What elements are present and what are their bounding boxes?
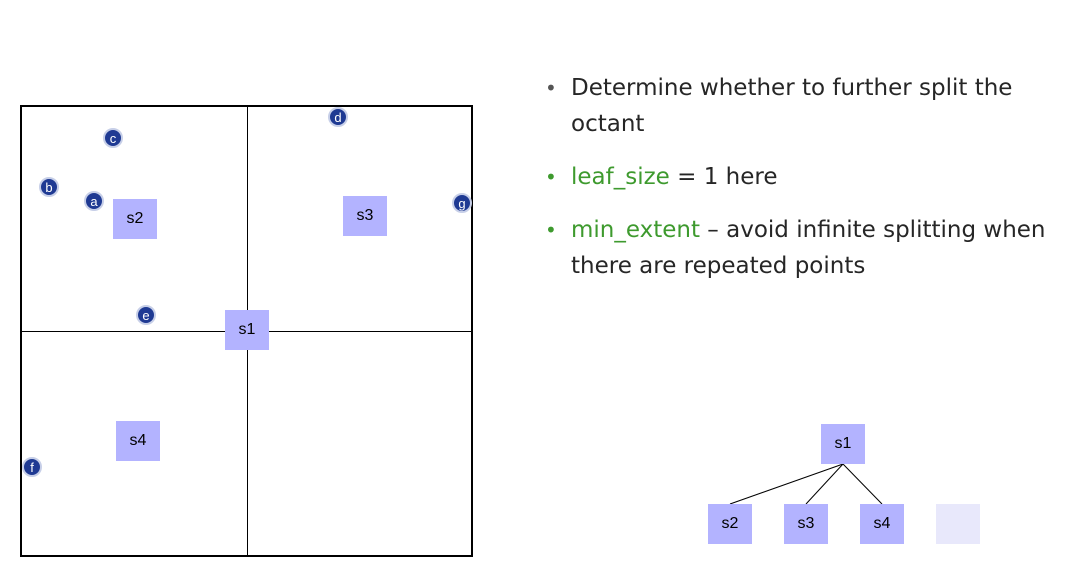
bullet-dot: •: [545, 165, 557, 189]
bullet-dot: •: [545, 76, 557, 100]
edge-s1-s2: [729, 463, 844, 505]
term-min-extent: min_extent: [571, 217, 700, 243]
point-b: b: [39, 177, 59, 197]
point-f: f: [22, 457, 42, 477]
bullet-dot: •: [545, 218, 557, 242]
bullet-item-min-extent: • min_extent – avoid infinite splitting …: [545, 212, 1075, 284]
point-d: d: [328, 107, 348, 127]
tree-node-s2: s2: [708, 504, 752, 544]
tree-node-s3: s3: [784, 504, 828, 544]
bullet-text: = 1 here: [669, 164, 778, 190]
tree-node-s4: s4: [860, 504, 904, 544]
node-s3-region: s3: [343, 196, 387, 236]
bullet-text: Determine whether to further split the o…: [571, 75, 1013, 137]
point-c: c: [103, 128, 123, 148]
tree-node-placeholder: [936, 504, 980, 544]
node-s2-region: s2: [113, 199, 157, 239]
bullet-list: • Determine whether to further split the…: [545, 70, 1075, 301]
bullet-item-split: • Determine whether to further split the…: [545, 70, 1075, 142]
bullet-text: – avoid infinite splitting when there ar…: [571, 217, 1046, 279]
point-a: a: [84, 191, 104, 211]
term-leaf-size: leaf_size: [571, 164, 670, 190]
node-s1-center: s1: [225, 310, 269, 350]
point-g: g: [452, 193, 472, 213]
edge-s1-s4: [842, 463, 883, 505]
edge-s1-s3: [805, 463, 844, 505]
point-e: e: [136, 305, 156, 325]
bullet-item-leaf-size: • leaf_size = 1 here: [545, 159, 1075, 195]
node-s4-region: s4: [116, 421, 160, 461]
tree-node-s1: s1: [821, 424, 865, 464]
